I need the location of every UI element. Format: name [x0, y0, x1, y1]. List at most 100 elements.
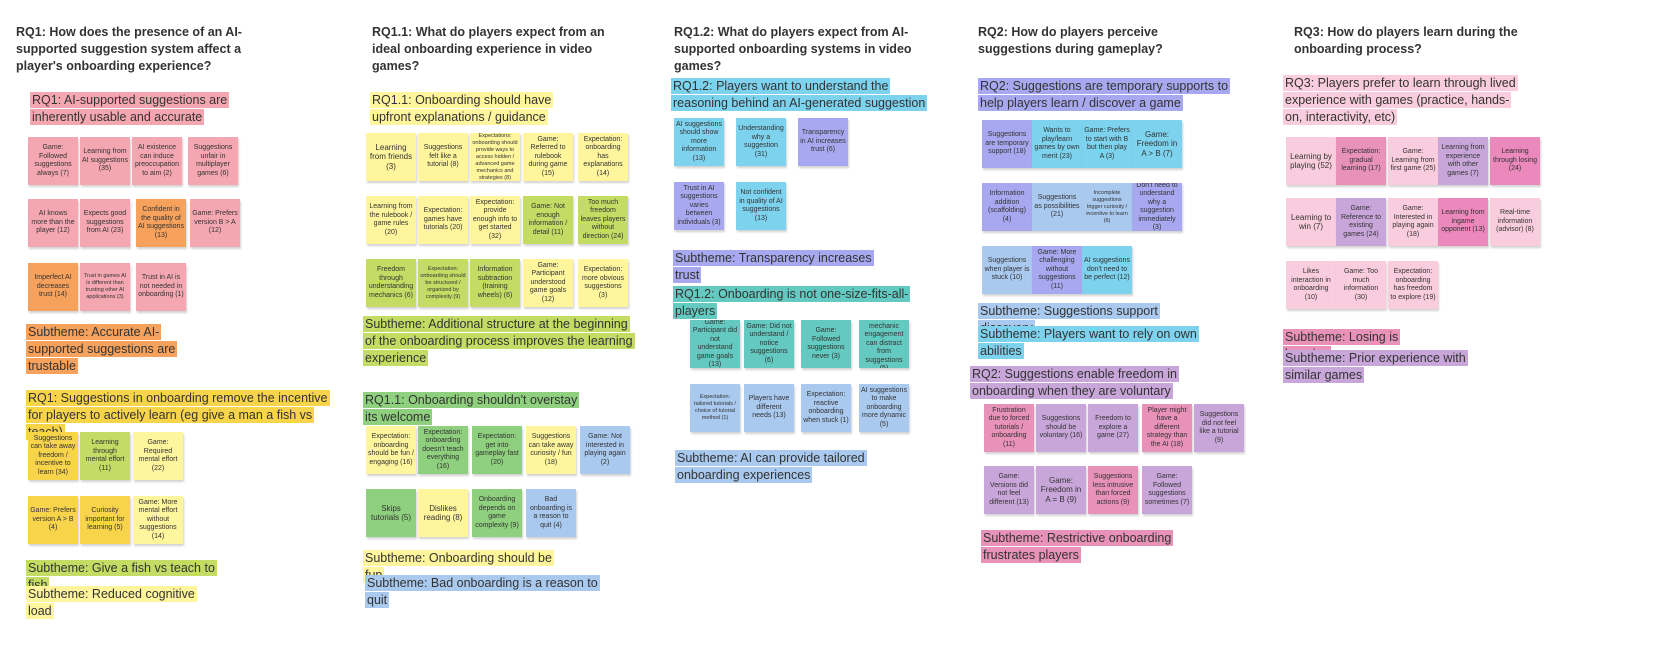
sticky-note-text: Game: Freedom in A = B (9): [1040, 475, 1082, 504]
sticky-note[interactable]: Trust in AI suggestions varies between i…: [674, 182, 724, 230]
theme-label: RQ2: Suggestions enable freedom in onboa…: [970, 366, 1228, 400]
sticky-note[interactable]: Game: Did not understand / notice sugges…: [744, 320, 794, 368]
sticky-note[interactable]: Learning through mental effort (11): [80, 432, 130, 480]
sticky-note[interactable]: Transparency in AI increases trust (6): [798, 118, 848, 166]
sticky-note[interactable]: Game: Reference to existing games (24): [1336, 198, 1386, 246]
sticky-note[interactable]: Game: Freedom in A = B (9): [1036, 466, 1086, 514]
sticky-note[interactable]: Game: More mental effort without suggest…: [133, 496, 183, 544]
sticky-note[interactable]: Game: Referred to rulebook during game (…: [523, 133, 573, 181]
sticky-note[interactable]: Bad onboarding is a reason to quit (4): [526, 489, 576, 537]
sticky-note[interactable]: Game: Versions did not feel different (1…: [984, 466, 1034, 514]
sticky-note[interactable]: Learning from ingame opponent (13): [1438, 198, 1488, 246]
sticky-note[interactable]: Expectation: gradual learning (17): [1336, 137, 1386, 185]
sticky-note[interactable]: AI knows more than the player (12): [28, 199, 78, 247]
sticky-note[interactable]: Expectations: onboarding should provide …: [470, 133, 520, 181]
sticky-note[interactable]: Players have different needs (13): [744, 384, 794, 432]
sticky-note[interactable]: Skips tutorials (5): [366, 489, 416, 537]
sticky-note[interactable]: AI suggestions don't need to be perfect …: [1082, 246, 1132, 294]
sticky-note[interactable]: Game: Prefers version B > A (12): [190, 199, 240, 247]
sticky-note[interactable]: Learning to win (7): [1286, 198, 1336, 246]
sticky-note[interactable]: Incomplete suggestions trigger curiosity…: [1082, 183, 1132, 231]
sticky-note[interactable]: Wants to play/learn games by own merit (…: [1032, 120, 1082, 168]
sticky-note[interactable]: Game: Participant did not understand gam…: [690, 320, 740, 368]
sticky-note[interactable]: Game: Participant understood game goals …: [523, 259, 573, 307]
sticky-note[interactable]: AI suggestions to make onboarding more d…: [859, 384, 909, 432]
sticky-note[interactable]: Expectation: onboarding should be fun / …: [366, 426, 416, 474]
sticky-note[interactable]: Game: Not enough information / detail (1…: [523, 196, 573, 244]
sticky-note[interactable]: Learning through losing (24): [1490, 137, 1540, 185]
sticky-note-text: Expectation: more obvious suggestions (3…: [581, 266, 625, 299]
sticky-note[interactable]: Freedom to explore a game (27): [1088, 404, 1138, 452]
sticky-note[interactable]: Expectation: provide enough info to get …: [470, 196, 520, 244]
sticky-note-text: Curiosity important for learning (5): [85, 507, 125, 532]
sticky-note[interactable]: Game: More challenging without suggestio…: [1032, 246, 1082, 294]
sticky-note[interactable]: Not confident in quality of AI suggestio…: [736, 182, 786, 230]
sticky-note[interactable]: Expectation: onboarding has freedom to e…: [1388, 261, 1438, 309]
sticky-note[interactable]: Learning from friends (3): [366, 133, 416, 181]
sticky-note[interactable]: AI suggestions should show more informat…: [674, 118, 724, 166]
sticky-note[interactable]: Suggestions are temporary support (18): [982, 120, 1032, 168]
sticky-note[interactable]: Suggestions less intrusive than forced a…: [1088, 466, 1138, 514]
sticky-note[interactable]: Game: Followed suggestions always (7): [28, 137, 78, 185]
sticky-note[interactable]: Expectation: tailored tutorials / choice…: [690, 384, 740, 432]
sticky-note-text: Bad onboarding is a reason to quit (4): [529, 496, 573, 529]
sticky-note[interactable]: Suggestions can take away freedom / ince…: [28, 432, 78, 480]
sticky-note[interactable]: Suggestions when player is stuck (10): [982, 246, 1032, 294]
sticky-note[interactable]: Game: Too much information (30): [1336, 261, 1386, 309]
sticky-note[interactable]: Game: Prefers version A > B (4): [28, 496, 78, 544]
sticky-note[interactable]: Understanding why a suggestion (31): [736, 118, 786, 166]
sticky-note[interactable]: AI existence can induce preoccupation to…: [132, 137, 182, 185]
sticky-note[interactable]: Trust in AI is not needed in onboarding …: [136, 263, 186, 311]
theme-text: RQ2: Suggestions enable freedom in onboa…: [970, 366, 1179, 399]
sticky-note[interactable]: Confident in the quality of AI suggestio…: [136, 199, 186, 247]
sticky-note[interactable]: Dislikes reading (8): [418, 489, 468, 537]
sticky-note-text: Suggestions felt like a tutorial (8): [423, 144, 463, 169]
theme-text: Subtheme: Transparency increases trust: [673, 250, 874, 283]
sticky-note[interactable]: Expectation: onboarding should be struct…: [418, 259, 468, 307]
sticky-note[interactable]: Too much freedom leaves players without …: [578, 196, 628, 244]
sticky-note[interactable]: Suggestions can take away curiosity / fu…: [526, 426, 576, 474]
sticky-note[interactable]: Learning by playing (52): [1286, 137, 1336, 185]
sticky-note[interactable]: Game: Followed suggestions never (3): [801, 320, 851, 368]
sticky-note[interactable]: Game: Required mental effort (22): [133, 432, 183, 480]
sticky-note[interactable]: Information subtraction (training wheels…: [470, 259, 520, 307]
sticky-note[interactable]: Suggestions did not feel like a tutorial…: [1194, 404, 1244, 452]
sticky-note[interactable]: Onboarding depends on game complexity (9…: [472, 489, 522, 537]
sticky-note[interactable]: Real-time information (advisor) (8): [1490, 198, 1540, 246]
sticky-note[interactable]: Learning from the rulebook / game rules …: [366, 196, 416, 244]
sticky-note[interactable]: Suggestions as possibilities (21): [1032, 183, 1082, 231]
research-question-rq1-1: RQ1.1: What do players expect from an id…: [372, 25, 605, 73]
sticky-note-text: Expectation: reactive onboarding when st…: [803, 391, 849, 424]
sticky-note[interactable]: Trust in games AI is different than trus…: [80, 263, 130, 311]
sticky-note[interactable]: Game: Interested in playing again (18): [1388, 198, 1438, 246]
theme-text: Subtheme: Restrictive onboarding frustra…: [981, 530, 1174, 563]
sticky-note[interactable]: Learning from experience with other game…: [1438, 137, 1488, 185]
sticky-note[interactable]: Expectation: more obvious suggestions (3…: [578, 259, 628, 307]
sticky-note[interactable]: Game: Not interested in playing again (2…: [580, 426, 630, 474]
sticky-note[interactable]: Game: Followed suggestions sometimes (7): [1142, 466, 1192, 514]
sticky-note[interactable]: Suggestions felt like a tutorial (8): [418, 133, 468, 181]
sticky-note[interactable]: Expectation: reactive onboarding when st…: [801, 384, 851, 432]
sticky-note[interactable]: Game: Prefers to start with B but then p…: [1082, 120, 1132, 168]
sticky-note[interactable]: Expectation: onboarding has explanations…: [578, 133, 628, 181]
sticky-note[interactable]: Information addition (scaffolding) (4): [982, 183, 1032, 231]
sticky-note[interactable]: Game mechanic engagement can distract fr…: [859, 320, 909, 368]
sticky-note[interactable]: Don't need to understand why a suggestio…: [1132, 183, 1182, 231]
sticky-note[interactable]: Suggestions unfair in multiplayer games …: [188, 137, 238, 185]
sticky-note[interactable]: Freedom through understanding mechanics …: [366, 259, 416, 307]
theme-label: RQ1.2: Players want to understand the re…: [671, 78, 931, 112]
sticky-note[interactable]: Learning from AI suggestions (35): [80, 137, 130, 185]
sticky-note[interactable]: Expectation: onboarding doesn't teach ev…: [418, 426, 468, 474]
sticky-note[interactable]: Imperfect AI decreases trust (14): [28, 263, 78, 311]
sticky-note-text: Game: More mental effort without suggest…: [138, 498, 178, 540]
sticky-note[interactable]: Expectation: get into gameplay fast (20): [472, 426, 522, 474]
sticky-note[interactable]: Curiosity important for learning (5): [80, 496, 130, 544]
sticky-note[interactable]: Game: Freedom in A > B (7): [1132, 120, 1182, 168]
sticky-note[interactable]: Suggestions should be voluntary (16): [1036, 404, 1086, 452]
sticky-note[interactable]: Expectation: games have tutorials (20): [418, 196, 468, 244]
sticky-note[interactable]: Player might have a different strategy t…: [1142, 404, 1192, 452]
sticky-note[interactable]: Expects good suggestions from AI (23): [80, 199, 130, 247]
sticky-note[interactable]: Likes interaction in onboarding (10): [1286, 261, 1336, 309]
sticky-note[interactable]: Frustration due to forced tutorials / on…: [984, 404, 1034, 452]
sticky-note[interactable]: Game: Learning from first game (25): [1388, 137, 1438, 185]
